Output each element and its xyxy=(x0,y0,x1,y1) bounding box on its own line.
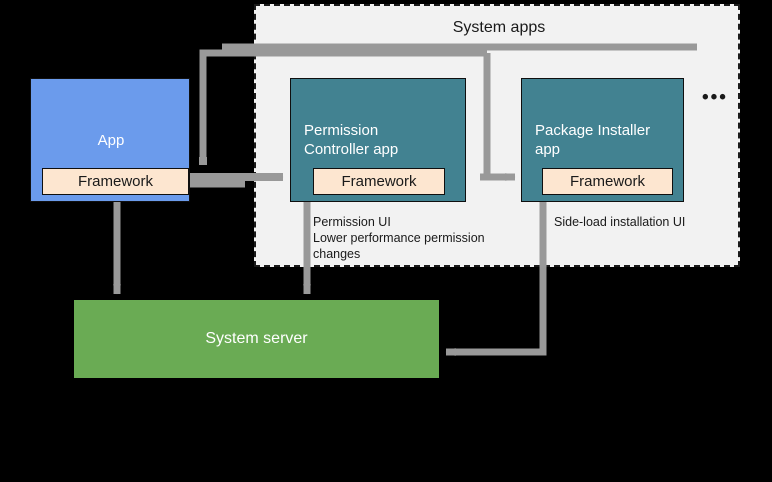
node-permission-controller[interactable]: Permission Controller app Framework xyxy=(290,78,466,202)
node-system-server[interactable]: System server xyxy=(74,300,439,378)
caption-package-installer: Side-load installation UI xyxy=(554,215,686,229)
system-apps-label: System apps xyxy=(452,19,546,36)
node-permission-controller-label: Permission Controller app xyxy=(304,121,454,159)
node-package-installer-framework[interactable]: Framework xyxy=(542,168,673,195)
caption-permission-controller: Permission UI Lower performance permissi… xyxy=(313,215,485,261)
node-app-framework[interactable]: Framework xyxy=(42,168,189,195)
node-permission-controller-label-line1: Permission xyxy=(304,122,379,139)
node-system-server-label: System server xyxy=(205,330,308,347)
node-package-installer-label-line1: Package Installer xyxy=(535,122,651,139)
node-package-installer-label: Package Installer app xyxy=(535,121,680,159)
node-package-installer[interactable]: Package Installer app Framework xyxy=(521,78,684,202)
node-permission-controller-label-line2: Controller app xyxy=(304,141,399,158)
more-apps-ellipsis-icon: ••• xyxy=(702,87,728,108)
node-permission-controller-framework[interactable]: Framework xyxy=(313,168,445,195)
node-package-installer-label-line2: app xyxy=(535,141,561,158)
node-app-label: App xyxy=(97,132,125,149)
node-app[interactable]: App Framework xyxy=(30,78,190,202)
